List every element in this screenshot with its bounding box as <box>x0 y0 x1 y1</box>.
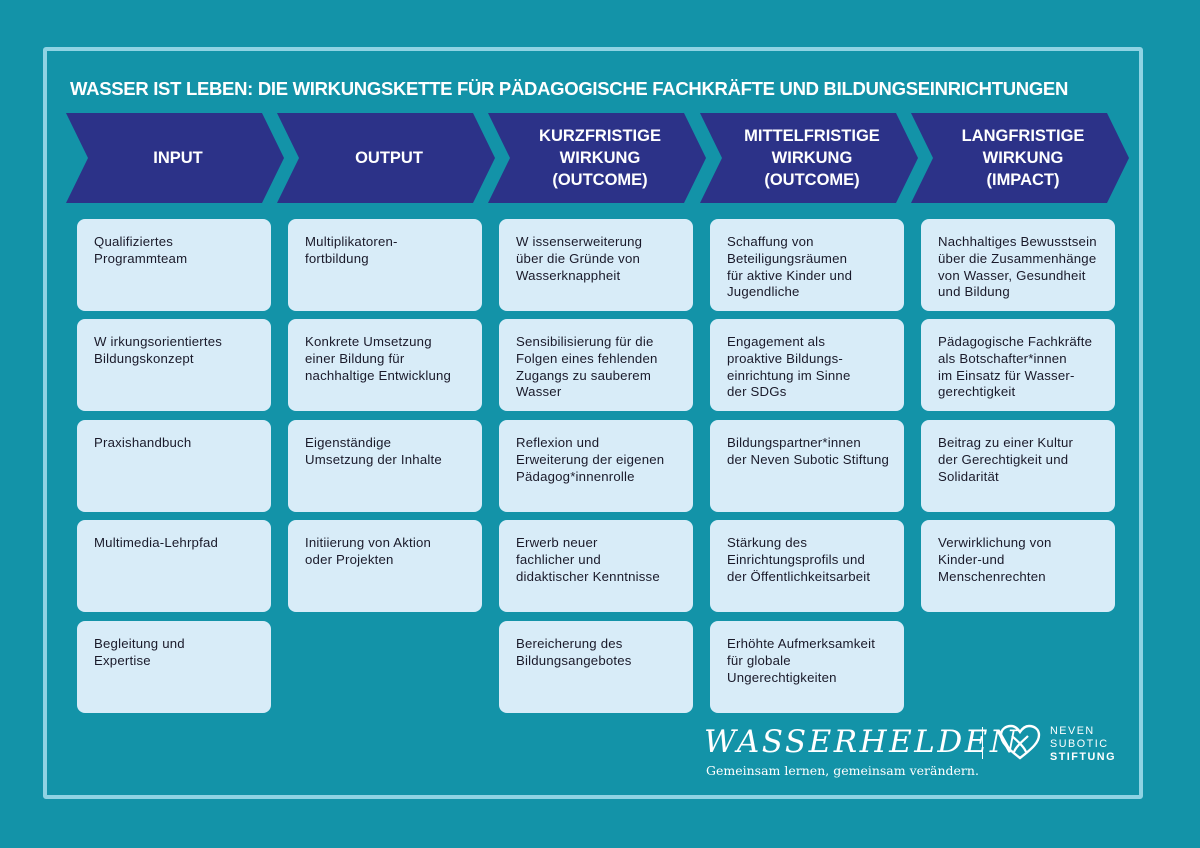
chevron-label-output: OUTPUT <box>355 149 423 167</box>
card-kurzfristig-3: Reflexion und Erweiterung der eigenen Pä… <box>499 420 693 512</box>
logo-divider <box>982 727 983 759</box>
card-input-2: W irkungsorientiertes Bildungskonzept <box>77 319 271 411</box>
card-mittelfristig-5: Erhöhte Aufmerksamkeit für globale Unger… <box>710 621 904 713</box>
card-output-3: Eigenständige Umsetzung der Inhalte <box>288 420 482 512</box>
wasserhelden-logo: WASSERHELDEN <box>704 724 1020 760</box>
card-input-5: Begleitung und Expertise <box>77 621 271 713</box>
chevron-label-input: INPUT <box>153 149 203 167</box>
card-input-4: Multimedia-Lehrpfad <box>77 520 271 612</box>
card-output-1: Multiplikatoren- fortbildung <box>288 219 482 311</box>
card-input-1: Qualifiziertes Programmteam <box>77 219 271 311</box>
chevron-mittelfristig <box>700 113 918 203</box>
card-kurzfristig-1: W issenserweiterung über die Gründe von … <box>499 219 693 311</box>
chevron-label-mittelfristig: MITTELFRISTIGE WIRKUNG (OUTCOME) <box>744 127 880 189</box>
logo-neven: NEVEN <box>1050 725 1095 737</box>
wasserhelden-tagline: Gemeinsam lernen, gemeinsam verändern. <box>706 763 979 778</box>
logo-stiftung: STIFTUNG <box>1050 751 1116 763</box>
chevron-output <box>277 113 495 203</box>
card-mittelfristig-1: Schaffung von Beteiligungsräumen für akt… <box>710 219 904 311</box>
card-mittelfristig-3: Bildungspartner*innen der Neven Subotic … <box>710 420 904 512</box>
page-title: WASSER IST LEBEN: DIE WIRKUNGSKETTE FÜR … <box>70 78 1069 99</box>
card-langfristig-1: Nachhaltiges Bewusstsein über die Zusamm… <box>921 219 1115 311</box>
heart-ribbon-icon <box>999 724 1041 760</box>
neven-subotic-logo-text: NEVEN SUBOTIC STIFTUNG <box>1050 725 1116 764</box>
chevron-input <box>66 113 284 203</box>
card-langfristig-4: Verwirklichung von Kinder-und Menschenre… <box>921 520 1115 612</box>
chevron-label-kurzfristig: KURZFRISTIGE WIRKUNG (OUTCOME) <box>539 127 661 189</box>
card-mittelfristig-2: Engagement als proaktive Bildungs- einri… <box>710 319 904 411</box>
card-output-4: Initiierung von Aktion oder Projekten <box>288 520 482 612</box>
chevron-langfristig <box>911 113 1129 203</box>
card-output-2: Konkrete Umsetzung einer Bildung für nac… <box>288 319 482 411</box>
card-input-3: Praxishandbuch <box>77 420 271 512</box>
card-langfristig-3: Beitrag zu einer Kultur der Gerechtigkei… <box>921 420 1115 512</box>
card-kurzfristig-2: Sensibilisierung für die Folgen eines fe… <box>499 319 693 411</box>
chevron-kurzfristig <box>488 113 706 203</box>
card-mittelfristig-4: Stärkung des Einrichtungsprofils und der… <box>710 520 904 612</box>
card-kurzfristig-4: Erwerb neuer fachlicher und didaktischer… <box>499 520 693 612</box>
logo-subotic: SUBOTIC <box>1050 738 1109 750</box>
card-kurzfristig-5: Bereicherung des Bildungsangebotes <box>499 621 693 713</box>
chevron-label-langfristig: LANGFRISTIGE WIRKUNG (IMPACT) <box>961 127 1085 189</box>
page-frame <box>43 47 1143 799</box>
card-langfristig-2: Pädagogische Fachkräfte als Botschafter*… <box>921 319 1115 411</box>
